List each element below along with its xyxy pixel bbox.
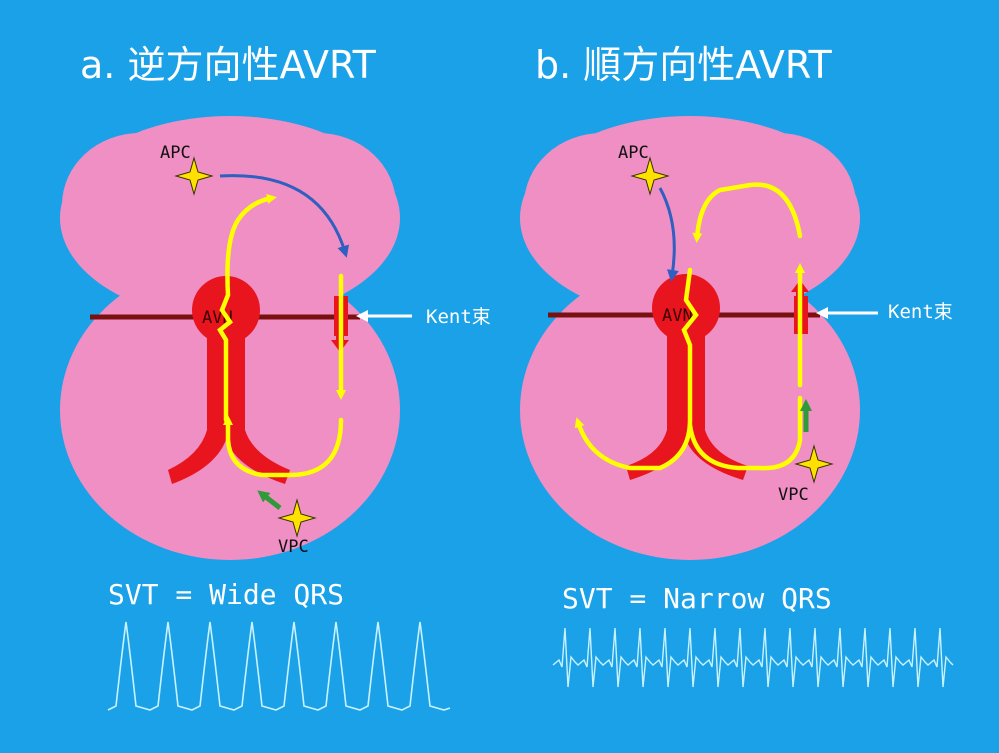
vpc-label-a: VPC [278,537,309,557]
impulse-path-a [217,193,346,478]
apc-star-b [630,156,670,196]
apc-label-a: APC [160,143,191,163]
panel-a-title: a. 逆方向性AVRT [80,43,377,87]
caption-b: SVT = Narrow QRS [562,582,832,615]
vpc-star-a [277,498,317,538]
apc-arrow-a [219,174,349,258]
panel-b: b. 順方向性AVRT AVN Kent束 APC [520,43,954,688]
ecg-trace-a [107,621,451,711]
apc-label-b: APC [618,143,649,163]
kent-label-b: Kent束 [888,301,953,323]
panel-a: a. 逆方向性AVRT AVN Kent束 APC [60,43,491,711]
kent-label-a: Kent束 [426,306,491,328]
impulse-path-b [574,182,805,471]
vpc-label-b: VPC [778,485,809,505]
panel-b-title: b. 順方向性AVRT [535,43,832,87]
vpc-star-b [794,444,834,484]
vpc-arrow-a [257,490,282,510]
apc-star-a [174,156,214,196]
ecg-trace-b [552,627,954,688]
avn-label-b: AVN [662,306,693,326]
conduction-system-b [626,274,808,480]
apc-arrow-b [658,187,679,282]
caption-a: SVT = Wide QRS [108,578,344,611]
